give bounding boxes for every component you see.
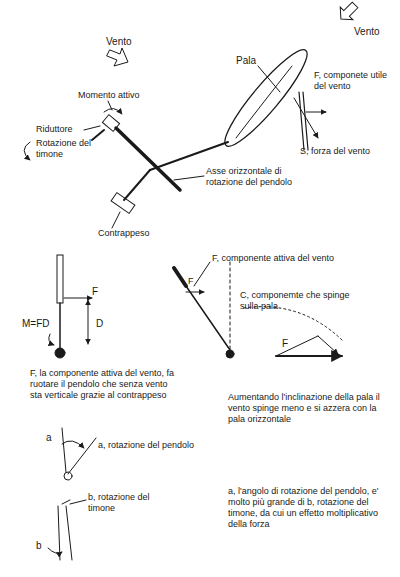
label-text: Asse orizzontale di rotazione del pendol…	[206, 166, 318, 188]
vane-blade	[57, 255, 63, 303]
pendulum-rod	[124, 170, 150, 200]
counterweight	[55, 348, 65, 358]
label-text: Vento	[106, 36, 132, 47]
pendulum-rod	[59, 303, 61, 348]
label-text: b	[36, 540, 42, 551]
label-text: b, rotazione del timone	[88, 492, 178, 514]
angle-arc	[48, 548, 62, 553]
rudder-shaft	[92, 130, 104, 140]
counterweight	[226, 350, 234, 358]
blade-rib	[236, 66, 292, 138]
label-text: Riduttore	[36, 124, 73, 135]
leader-line	[84, 126, 100, 130]
reducer-box	[102, 115, 119, 132]
force-arrow	[186, 292, 204, 293]
moment-arrow	[104, 108, 122, 114]
label-text: F, la componente attiva del vento, fa ru…	[30, 368, 180, 401]
vane-blade	[174, 268, 186, 286]
pendulum-rod	[186, 286, 230, 350]
wind-arrow	[107, 48, 128, 66]
leader-line	[108, 101, 112, 110]
label-text: a	[46, 432, 52, 443]
leader-line	[174, 176, 204, 180]
vertical-reference	[62, 428, 66, 472]
pendulum-rod	[68, 438, 96, 474]
leader-line	[70, 500, 86, 504]
leader-line	[112, 212, 120, 228]
pivot-axis	[116, 128, 180, 190]
dimension-line	[88, 300, 89, 344]
label-text: D	[96, 318, 103, 329]
label-text: F	[188, 276, 194, 287]
wind-arrow	[335, 0, 362, 25]
ink-group	[24, 0, 361, 560]
label-text: Pala	[236, 55, 256, 66]
force-arrow	[64, 298, 92, 299]
label-text: S, forza del vento	[300, 146, 390, 157]
label-text: Contrappeso	[98, 228, 150, 239]
label-text: C, componemte che spinge sulla pala	[240, 290, 370, 312]
vane-blade	[216, 42, 316, 154]
force-arrow	[294, 98, 318, 138]
label-text: M=FD	[22, 318, 50, 329]
rudder-line	[66, 506, 72, 560]
leader-line	[194, 262, 210, 286]
force-arrow	[276, 355, 342, 357]
counterweight	[111, 193, 135, 214]
label-text: a, l'angolo di rotazione del pendolo, e'…	[228, 486, 388, 530]
label-text: Vento	[354, 26, 380, 37]
component-line	[276, 336, 318, 356]
component-arrow	[318, 336, 338, 354]
leader-line	[258, 66, 280, 92]
pendulum-rod	[150, 142, 228, 170]
label-text: a, rotazione del pendolo	[98, 440, 228, 451]
rotation-arc	[244, 307, 342, 340]
label-text: F	[282, 338, 288, 349]
force-arrow	[306, 112, 326, 113]
angle-arc	[62, 441, 84, 448]
pivot-circle	[64, 472, 72, 480]
rudder-line	[62, 500, 70, 504]
rotation-arrow	[24, 142, 30, 160]
label-text: Aumentando l'inclinazione della pala il …	[228, 392, 388, 425]
label-text: F, componete utile del vento	[314, 70, 398, 92]
label-text: Momento attivo	[78, 90, 140, 101]
label-text: F, componente attiva del vento	[212, 253, 342, 264]
vertical-reference	[230, 262, 231, 350]
label-text: F	[92, 286, 98, 297]
label-text: Rotazione del timone	[36, 138, 92, 160]
rudder-line	[58, 506, 60, 560]
moment-arrow	[49, 334, 54, 345]
